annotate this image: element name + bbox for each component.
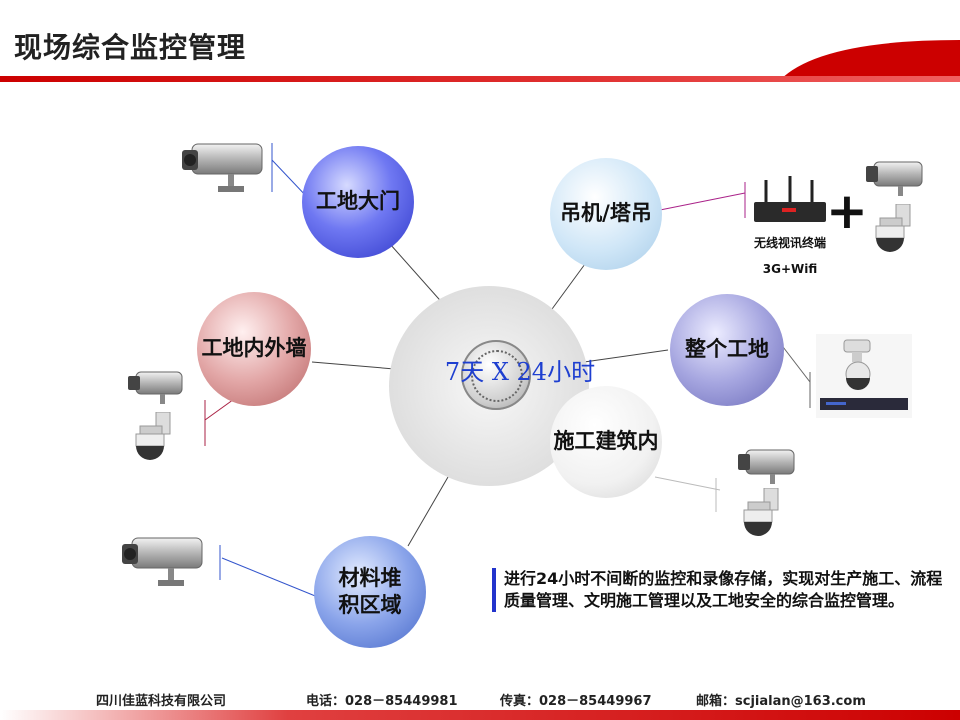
node-site: 整个工地 xyxy=(670,294,784,406)
node-building-label: 施工建筑内 xyxy=(553,429,659,454)
dome-camera-icon xyxy=(135,412,171,460)
wireless-terminal-icon xyxy=(754,176,826,222)
dome-camera-icon xyxy=(743,488,779,536)
hub-ring xyxy=(471,350,523,402)
bullet-camera-icon xyxy=(122,537,203,586)
bullet-camera-icon xyxy=(182,143,263,192)
node-building: 施工建筑内 xyxy=(550,386,662,498)
page-title: 现场综合监控管理 xyxy=(14,31,247,64)
dome-camera-icon xyxy=(875,204,911,252)
bullet-camera-icon xyxy=(128,371,183,404)
wireless-terminal-label: 无线视讯终端 xyxy=(753,236,826,250)
node-site-label: 整个工地 xyxy=(685,337,769,362)
footer-company: 四川佳蓝科技有限公司 xyxy=(96,694,227,709)
description-text: 进行24小时不间断的监控和录像存储，实现对生产施工、流程质量管理、文明施工管理以… xyxy=(492,568,944,612)
plus-icon: + xyxy=(826,182,868,240)
footer-email: 邮箱：scjialan@163.com xyxy=(696,694,866,709)
node-storage-label: 材料堆 积区域 xyxy=(338,565,402,617)
header-divider xyxy=(0,76,960,82)
footer-divider xyxy=(0,710,960,720)
network-label: 3G+Wifi xyxy=(762,262,818,276)
node-crane: 吊机/塔吊 xyxy=(550,158,662,270)
node-gate: 工地大门 xyxy=(302,146,414,258)
footer-phone: 电话：028－85449981 xyxy=(306,694,458,709)
node-wall-label: 工地内外墙 xyxy=(201,336,307,361)
node-storage: 材料堆 积区域 xyxy=(314,536,426,648)
footer-fax: 传真：028－85449967 xyxy=(500,694,652,709)
header-swoosh xyxy=(780,40,960,80)
hub-label: 7天 X 24小时 xyxy=(444,358,596,386)
node-gate-label: 工地大门 xyxy=(316,189,400,214)
node-crane-label: 吊机/塔吊 xyxy=(560,201,652,226)
ptz-camera-recorder-icon xyxy=(816,334,912,418)
bullet-camera-icon xyxy=(866,161,923,196)
node-wall: 工地内外墙 xyxy=(197,292,311,406)
bullet-camera-icon xyxy=(738,449,795,484)
